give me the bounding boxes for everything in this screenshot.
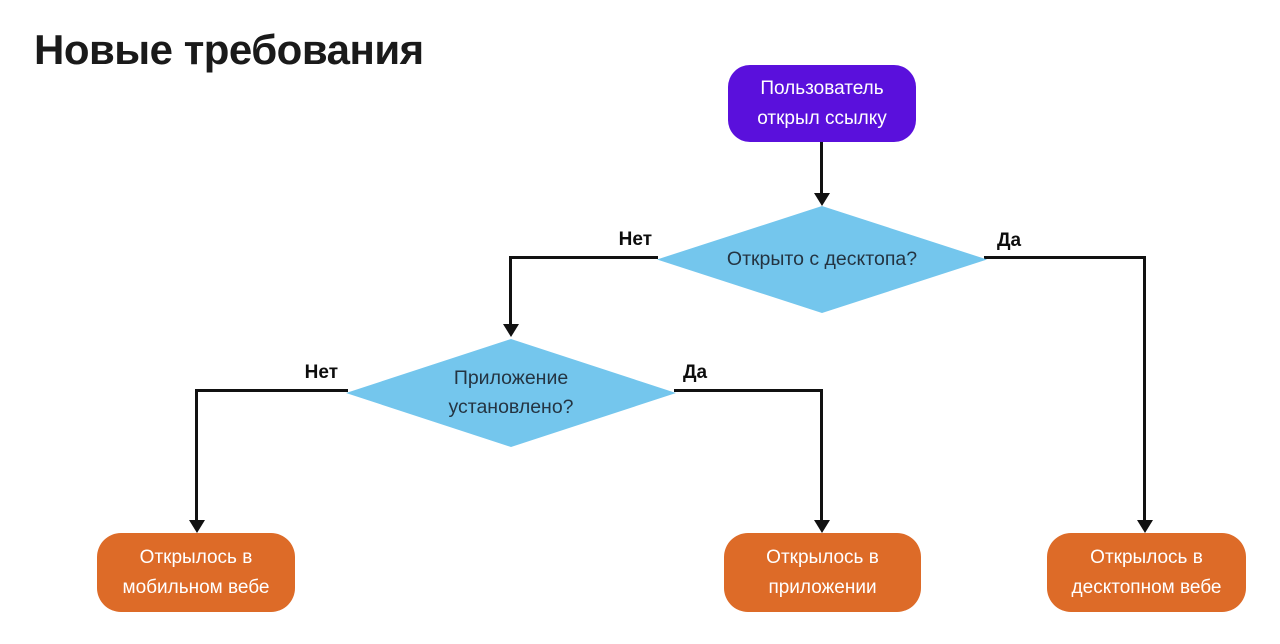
- arrowhead-down-icon: [189, 520, 205, 533]
- connector-decision-desktop-no-vertical: [509, 256, 512, 324]
- node-outcome-mobile-web: Открылось в мобильном вебе: [97, 533, 295, 612]
- node-outcome-desktop-web: Открылось в десктопном вебе: [1047, 533, 1246, 612]
- connector-decision-desktop-yes-vertical: [1143, 256, 1146, 520]
- edge-label-decision-desktop-no: Нет: [618, 229, 652, 250]
- page-title: Новые требования: [34, 26, 424, 73]
- node-decision-opened-from-desktop: Открыто с десктопа?: [657, 206, 987, 313]
- arrowhead-down-icon: [503, 324, 519, 337]
- connector-decision-app-yes-horizontal: [674, 389, 822, 392]
- edge-label-decision-app-no: Нет: [304, 362, 338, 383]
- node-outcome-app: Открылось в приложении: [724, 533, 921, 612]
- arrowhead-down-icon: [814, 520, 830, 533]
- node-outcome-app-label: Открылось в приложении: [766, 547, 879, 598]
- connector-decision-app-no-horizontal: [196, 389, 348, 392]
- node-start-user-opened-link: Пользователь открыл ссылку: [728, 65, 916, 142]
- connector-decision-app-yes-vertical: [820, 389, 823, 520]
- node-decision-desktop-label: Открыто с десктопа?: [726, 247, 918, 270]
- edge-label-decision-desktop-yes: Да: [997, 230, 1022, 251]
- node-outcome-mobile-web-label: Открылось в мобильном вебе: [122, 547, 270, 598]
- connector-start-to-decision-desktop: [820, 141, 823, 194]
- connector-decision-app-no-vertical: [195, 389, 198, 520]
- arrowhead-down-icon: [814, 193, 830, 206]
- connector-decision-desktop-yes-horizontal: [984, 256, 1146, 259]
- node-start-label: Пользователь открыл ссылку: [757, 78, 887, 129]
- edge-label-decision-app-yes: Да: [683, 362, 708, 383]
- node-decision-app-label: Приложение установлено?: [448, 366, 574, 418]
- node-outcome-desktop-web-label: Открылось в десктопном вебе: [1071, 547, 1222, 598]
- connector-decision-desktop-no-horizontal: [510, 256, 658, 259]
- arrowhead-down-icon: [1137, 520, 1153, 533]
- node-decision-app-installed: Приложение установлено?: [346, 339, 676, 447]
